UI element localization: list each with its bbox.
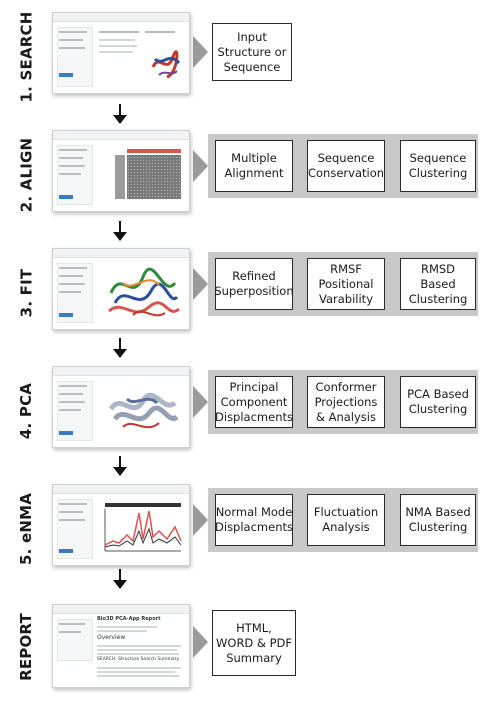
- output-box: NMA Based Clustering: [400, 494, 476, 546]
- enma-screenshot: [52, 484, 190, 566]
- superposed-structures-image: [108, 267, 180, 317]
- stage-connector: [193, 504, 208, 536]
- stage-connector: [193, 386, 208, 418]
- stage-title: 4. PCA: [17, 382, 36, 440]
- output-box: Fluctuation Analysis: [307, 494, 385, 546]
- down-arrow-icon: [113, 104, 127, 124]
- stage-report: REPORT Bio3D PCA-App Report Overview SEA…: [0, 592, 498, 700]
- stage-title: 1. SEARCH: [17, 11, 35, 103]
- output-box: PCA Based Clustering: [400, 376, 476, 428]
- stage-label: REPORT: [6, 592, 46, 702]
- stage-enma: 5. eNMA Normal Mode Displacments Fluctua…: [0, 472, 498, 587]
- stage-label: 1. SEARCH: [6, 2, 46, 112]
- report-section-overview: Overview: [97, 634, 126, 641]
- down-arrow-icon: [113, 456, 127, 476]
- output-box: Normal Mode Displacments: [215, 494, 293, 546]
- output-box: HTML, WORD & PDF Summary: [212, 610, 296, 676]
- report-screenshot: Bio3D PCA-App Report Overview SEARCH: St…: [52, 604, 190, 688]
- output-box: Multiple Alignment: [215, 140, 293, 192]
- report-section-search: SEARCH: Structure Search Summary: [97, 657, 180, 662]
- output-box: Sequence Conservation: [307, 140, 385, 192]
- stage-connector: [193, 150, 208, 182]
- stage-label: 2. ALIGN: [6, 120, 46, 230]
- output-box: Conformer Projections & Analysis: [307, 376, 385, 428]
- stage-label: 3. FIT: [6, 238, 46, 348]
- stage-align: 2. ALIGN Multiple Alignment Sequence Con…: [0, 118, 498, 233]
- stage-label: 5. eNMA: [6, 474, 46, 584]
- pca-displacement-image: [108, 392, 179, 429]
- search-screenshot: [52, 12, 190, 94]
- protein-structure-image: [151, 50, 181, 79]
- report-title: Bio3D PCA-App Report: [97, 616, 161, 622]
- stage-label: 4. PCA: [6, 356, 46, 466]
- stage-title: 3. FIT: [17, 268, 35, 318]
- fit-screenshot: [52, 248, 190, 330]
- alignment-heatmap: [115, 149, 181, 199]
- output-box: RMSF Positional Varability: [307, 258, 385, 310]
- stage-search: 1. SEARCH Input Structure or Sequence: [0, 0, 498, 115]
- output-box: RMSD Based Clustering: [400, 258, 476, 310]
- output-box: Sequence Clustering: [400, 140, 476, 192]
- stage-connector: [193, 268, 208, 300]
- stage-title: 5. eNMA: [17, 492, 35, 566]
- output-box: Input Structure or Sequence: [212, 23, 292, 81]
- fluctuation-plot: [104, 503, 182, 552]
- stage-fit: 3. FIT Refined Superposition RMSF Positi…: [0, 236, 498, 351]
- down-arrow-icon: [113, 569, 127, 589]
- stage-title: 2. ALIGN: [17, 137, 36, 213]
- down-arrow-icon: [113, 221, 127, 241]
- output-box: Principal Component Displacments: [215, 376, 293, 428]
- down-arrow-icon: [113, 338, 127, 358]
- output-box: Refined Superposition: [214, 258, 294, 310]
- align-screenshot: [52, 130, 190, 212]
- pca-screenshot: [52, 366, 190, 448]
- stage-pca: 4. PCA Principal Component Displacments …: [0, 354, 498, 469]
- stage-title: REPORT: [17, 613, 36, 681]
- stage-connector: [193, 626, 208, 658]
- stage-connector: [193, 36, 208, 68]
